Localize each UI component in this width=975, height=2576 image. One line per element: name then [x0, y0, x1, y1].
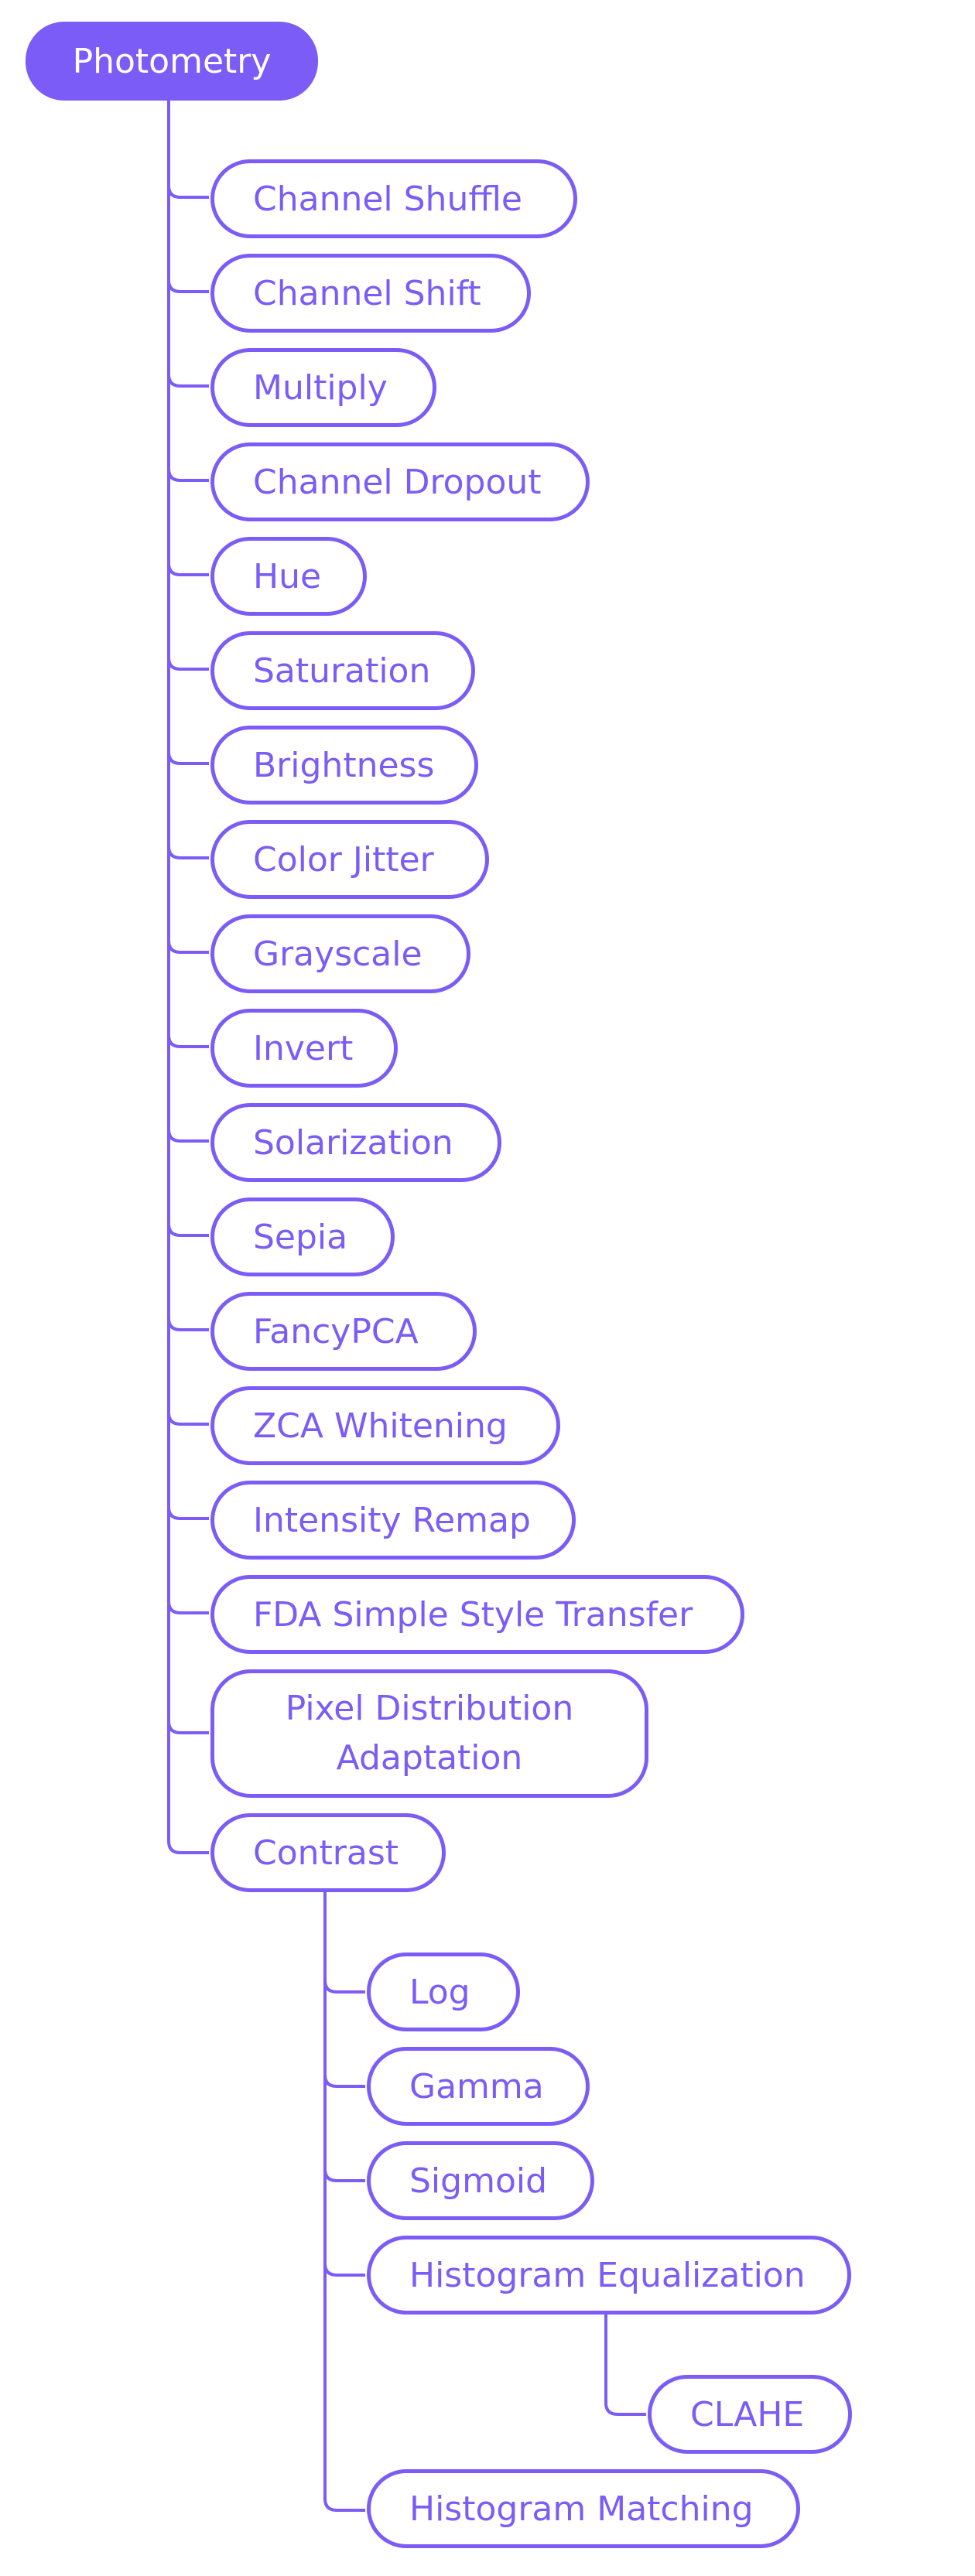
node-solarization: Solarization	[210, 1103, 501, 1182]
connector	[323, 1891, 365, 2512]
node-fda-simple-style-transfer: FDA Simple Style Transfer	[210, 1575, 744, 1654]
connector	[167, 99, 209, 1854]
node-gamma: Gamma	[367, 2047, 590, 2126]
node-brightness: Brightness	[210, 726, 478, 805]
node-log: Log	[367, 1952, 520, 2031]
node-saturation: Saturation	[210, 631, 475, 710]
root-node-photometry: Photometry	[26, 22, 318, 101]
node-clahe: CLAHE	[648, 2375, 852, 2454]
connector	[323, 2263, 365, 2277]
connector	[167, 1601, 209, 1614]
connector	[323, 2074, 365, 2088]
connector	[167, 279, 209, 293]
connector	[323, 1980, 365, 1993]
node-channel-shuffle: Channel Shuffle	[210, 159, 577, 238]
node-grayscale: Grayscale	[210, 914, 470, 993]
node-pixel-distribution-adaptation: Pixel Distribution Adaptation	[210, 1669, 648, 1798]
connector	[167, 185, 209, 199]
node-multiply: Multiply	[210, 348, 436, 427]
node-sepia: Sepia	[210, 1197, 395, 1276]
connector	[167, 1506, 209, 1520]
node-contrast: Contrast	[210, 1813, 446, 1892]
node-zca-whitening: ZCA Whitening	[210, 1386, 560, 1465]
node-hue: Hue	[210, 537, 367, 616]
connector	[604, 2313, 646, 2416]
connector	[167, 1720, 209, 1734]
node-fancypca: FancyPCA	[210, 1292, 477, 1371]
node-intensity-remap: Intensity Remap	[210, 1481, 576, 1560]
connector	[167, 657, 209, 671]
connector	[167, 751, 209, 765]
node-color-jitter: Color Jitter	[210, 820, 489, 899]
connector	[167, 1034, 209, 1048]
connector	[167, 374, 209, 388]
connector	[167, 1412, 209, 1426]
connector	[167, 1317, 209, 1331]
connector	[167, 1129, 209, 1143]
node-histogram-matching: Histogram Matching	[367, 2469, 800, 2548]
node-channel-shift: Channel Shift	[210, 254, 531, 333]
connector	[323, 2168, 365, 2182]
connector	[167, 940, 209, 954]
connector	[167, 562, 209, 576]
node-invert: Invert	[210, 1009, 398, 1088]
connector	[167, 468, 209, 482]
connector	[167, 846, 209, 859]
node-histogram-equalization: Histogram Equalization	[367, 2236, 851, 2315]
connector	[167, 1223, 209, 1237]
node-sigmoid: Sigmoid	[367, 2141, 594, 2220]
node-channel-dropout: Channel Dropout	[210, 442, 590, 521]
